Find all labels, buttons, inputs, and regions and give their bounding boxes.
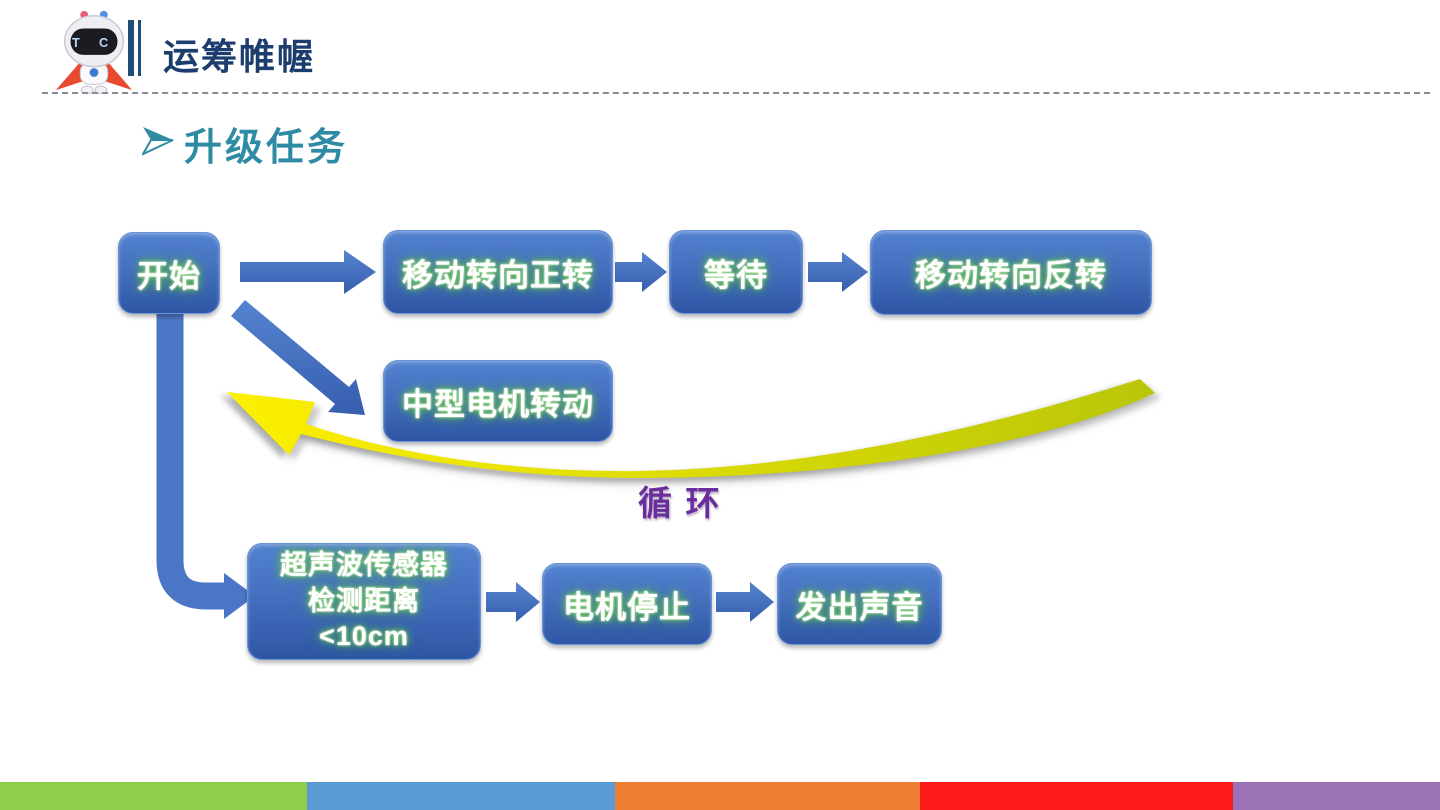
flow-node-label: 发出声音: [795, 589, 924, 625]
flow-node-move-forward: 移动转向正转: [383, 230, 613, 314]
robot-face-text: T C: [72, 35, 116, 50]
flow-node-label: 中型电机转动: [402, 386, 594, 422]
footer-stripe-blue: [307, 782, 615, 810]
arrow-start-to-forward: [240, 250, 376, 294]
section-title: 升级任务: [184, 127, 349, 169]
flow-node-label: 开始: [137, 258, 201, 294]
flow-node-move-reverse: 移动转向反转: [870, 230, 1152, 315]
page-title: 运筹帷幄: [163, 36, 316, 77]
title-accent-bars: [128, 20, 142, 76]
loop-arrow: [227, 379, 1155, 478]
footer-stripe-red: [920, 782, 1233, 810]
arrow-start-to-ultrasonic-shaft: [156, 312, 224, 610]
flow-node-start: 开始: [118, 232, 220, 314]
robot-icon: T C: [55, 10, 133, 95]
flow-node-medium-motor: 中型电机转动: [383, 360, 613, 442]
flow-node-emit-sound: 发出声音: [777, 563, 942, 645]
flow-node-label: 移动转向正转: [402, 257, 594, 293]
flow-node-label-line2: 检测距离: [308, 585, 420, 616]
flow-node-label: 电机停止: [563, 589, 691, 625]
footer-stripe-orange: [615, 782, 920, 810]
robot-mascot-logo: T C: [50, 4, 138, 95]
flow-node-wait: 等待: [669, 230, 803, 314]
arrow-wait-to-reverse: [808, 252, 868, 292]
loop-label: 循 环: [638, 485, 722, 523]
footer-stripe-purple: [1233, 782, 1440, 810]
header-divider: [42, 92, 1430, 94]
arrow-forward-to-wait: [615, 252, 667, 292]
flow-node-label: 移动转向反转: [915, 258, 1107, 293]
section-bullet-arrow-icon: [140, 126, 176, 157]
arrow-ultrasonic-to-stop: [486, 582, 540, 622]
arrow-start-to-medium-motor: [231, 300, 365, 415]
flow-node-ultrasonic: 超声波传感器 检测距离 <10cm: [247, 543, 481, 660]
flow-node-motor-stop: 电机停止: [542, 563, 712, 645]
flow-node-label: 等待: [704, 257, 768, 293]
flow-node-label-line1: 超声波传感器: [280, 550, 448, 581]
arrow-stop-to-sound: [716, 582, 774, 622]
footer-stripe-green: [0, 782, 307, 810]
flow-node-label-line3: <10cm: [319, 621, 409, 652]
